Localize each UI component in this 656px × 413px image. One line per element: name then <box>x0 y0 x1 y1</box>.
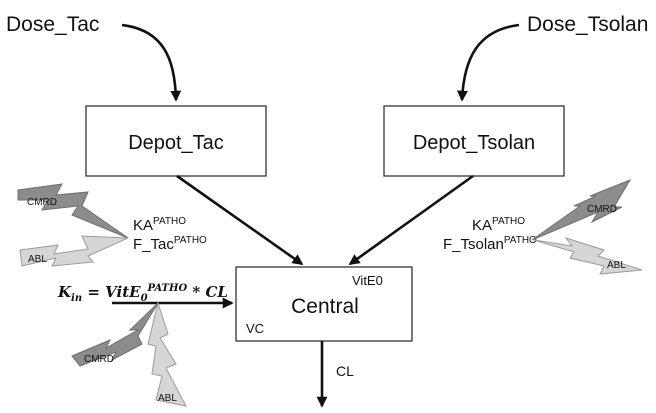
abl-lower-label: ABL <box>158 393 177 404</box>
right-f-tsolan-label: F_TsolanPATHO <box>443 235 537 253</box>
cl-elimination-label: CL <box>336 363 354 379</box>
abl-right-label: ABL <box>607 260 626 271</box>
depot-tac-to-central-arrow <box>176 174 304 266</box>
depot-tac-box <box>85 105 267 177</box>
abl-lower-bolt <box>147 301 187 407</box>
central-box <box>235 266 413 342</box>
right-ka-label: KAPATHO <box>472 216 525 234</box>
central-label: Central <box>291 295 359 318</box>
dose-tac-arrow <box>121 23 182 102</box>
cmrd-upper-right-bolt <box>531 178 632 241</box>
abl-left-bolt <box>19 235 129 267</box>
central-vite0-label: VitE0 <box>352 273 383 288</box>
cmrd-upper-right-label: CMRD <box>587 204 617 215</box>
depot-tsolan-label: Depot_Tsolan <box>413 132 535 154</box>
dose-tsolan-arrow <box>456 23 520 102</box>
depot-tac-label: Depot_Tac <box>128 132 224 154</box>
cmrd-lower-left-label: CMRD <box>84 354 114 365</box>
cmrd-upper-left-bolt <box>17 183 129 239</box>
central-vc-label: VC <box>246 321 264 336</box>
depot-tsolan-to-central-arrow <box>348 174 474 266</box>
left-f-tac-label: F_TacPATHO <box>133 235 207 253</box>
left-ka-label: KAPATHO <box>133 216 186 234</box>
kin-formula: Kin = VitE0PATHO * CL <box>57 283 228 304</box>
cmrd-lower-left-bolt <box>71 302 159 367</box>
cmrd-upper-left-label: CMRD <box>27 197 57 208</box>
abl-right-bolt <box>533 237 643 275</box>
abl-left-label: ABL <box>28 254 47 265</box>
depot-tsolan-box <box>383 105 565 177</box>
dose-tsolan-label: Dose_Tsolan <box>527 13 648 36</box>
dose-tac-label: Dose_Tac <box>6 13 99 36</box>
